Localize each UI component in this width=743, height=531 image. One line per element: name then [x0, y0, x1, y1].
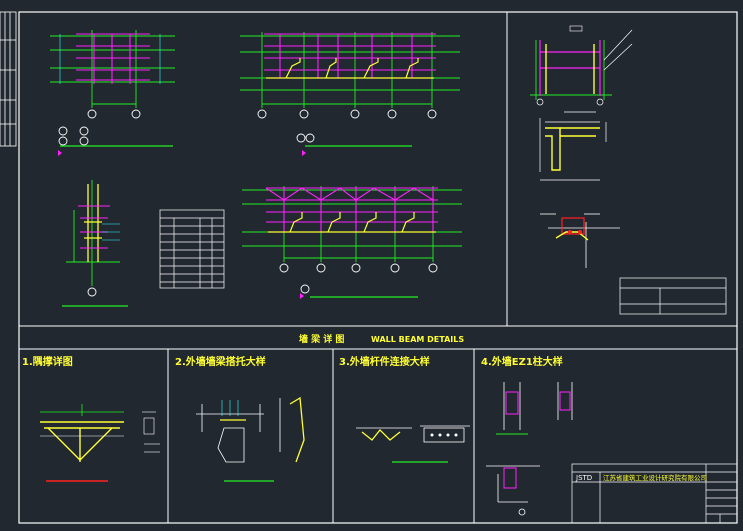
detail-3-label: 3.外墙杆件连接大样: [339, 355, 430, 368]
title-block-company-name: 江苏省建筑工业设计研究院有限公司: [603, 473, 707, 482]
detail-2-label: 2.外墙墙梁搭托大样: [175, 355, 266, 368]
column-section: [62, 180, 128, 307]
schedule-table: [159, 209, 225, 289]
column-detail: [530, 25, 633, 113]
banner-title-cn: 墙 梁 详 图: [299, 333, 344, 345]
title-block-company-abbr: JSTD: [575, 474, 592, 482]
elevation-1: [50, 30, 175, 156]
beam-section: [539, 118, 607, 181]
detail-4-drawing: [486, 382, 573, 516]
panel-dividers: [19, 12, 737, 523]
detail-3-drawing: [356, 425, 470, 463]
elevation-3: [242, 186, 462, 299]
binding-strip: [0, 11, 17, 147]
banner-title-en: WALL BEAM DETAILS: [371, 335, 464, 344]
elevation-2: [240, 32, 460, 156]
detail-1-label: 1.隅撑详图: [22, 355, 73, 368]
notes-table: [619, 277, 727, 315]
title-block: [571, 463, 738, 524]
connection-detail: [540, 213, 620, 268]
drawing-frame: [18, 11, 738, 524]
detail-1-drawing: [40, 404, 160, 482]
detail-4-label: 4.外墙EZ1柱大样: [481, 355, 563, 368]
detail-2-drawing: [196, 396, 305, 482]
